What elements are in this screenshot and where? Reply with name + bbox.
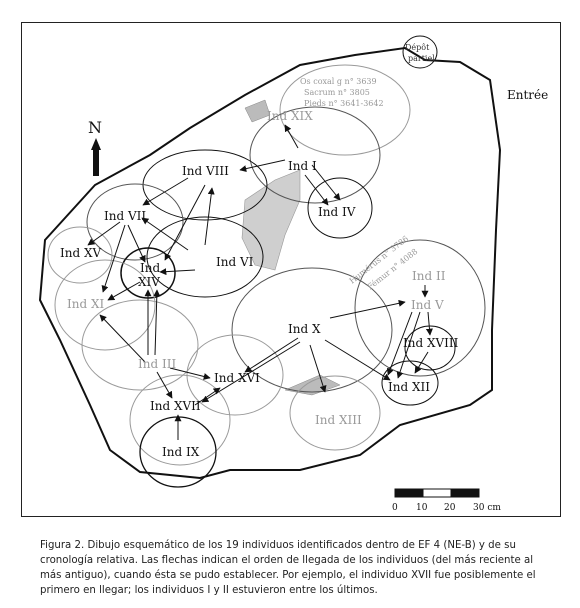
ind-xvii-outline bbox=[129, 374, 231, 466]
depot-label-line1: Dépôt bbox=[405, 43, 430, 52]
label-ind-xiii: Ind XIII bbox=[315, 413, 362, 427]
label-ind-xviii: Ind XVIII bbox=[403, 336, 459, 350]
north-label: N bbox=[88, 118, 102, 137]
arrow-x-v bbox=[329, 299, 406, 319]
scale-tick-0: 0 bbox=[392, 503, 398, 513]
arrow-iii-xi bbox=[99, 314, 146, 363]
ind-viii-outline bbox=[142, 149, 268, 221]
label-ind-i: Ind I bbox=[288, 159, 317, 173]
label-ind-ix: Ind IX bbox=[162, 445, 200, 459]
arrow-xvii-xvi bbox=[194, 387, 221, 406]
label-ind-xiv-a: Ind bbox=[140, 261, 160, 275]
ind-iv-outline bbox=[307, 177, 373, 239]
label-ind-xi: Ind XI bbox=[67, 297, 105, 311]
label-ind-xiv-b: XIV bbox=[138, 275, 160, 289]
scale-tick-20: 20 bbox=[444, 503, 456, 513]
arrow-i-viii bbox=[239, 159, 286, 173]
ind-xviii-outline bbox=[404, 325, 456, 371]
ind-vii-outline bbox=[86, 183, 184, 261]
shaded-area-center bbox=[241, 169, 301, 271]
label-ind-vii: Ind VII bbox=[104, 209, 146, 223]
scale-tick-10: 10 bbox=[416, 503, 428, 513]
arrow-vi-vii bbox=[141, 217, 189, 251]
north-arrow-icon bbox=[91, 138, 101, 176]
arrow-xviii-xii bbox=[414, 351, 429, 374]
arrow-v-xii-a bbox=[386, 311, 413, 376]
arrow-i-xix bbox=[284, 124, 299, 149]
ind-iii-outline bbox=[81, 299, 199, 391]
dep-info-2: Sacrum n° 3805 bbox=[304, 88, 370, 97]
label-ind-x: Ind X bbox=[288, 322, 321, 336]
dep-info-3: Pieds n° 3641-3642 bbox=[304, 99, 384, 108]
label-ind-ii: Ind II bbox=[412, 269, 446, 283]
depot-circle bbox=[402, 35, 438, 69]
arrow-vii-xiv bbox=[127, 224, 146, 263]
arrow-viii-xiv bbox=[164, 184, 206, 261]
shaded-area-bottom bbox=[284, 374, 341, 396]
entrance-label: Entrée bbox=[507, 88, 548, 102]
pit-outline bbox=[38, 46, 502, 480]
label-ind-iii: Ind III bbox=[138, 357, 176, 371]
arrow-vi-viii bbox=[204, 187, 215, 246]
label-ind-iv: Ind IV bbox=[318, 205, 356, 219]
arrow-x-xiii bbox=[309, 344, 327, 393]
arrow-i-iv-a bbox=[304, 174, 329, 206]
ind-xix-outline bbox=[279, 64, 411, 156]
label-ind-vi: Ind VI bbox=[216, 255, 254, 269]
arrow-iii-xvi bbox=[169, 367, 211, 380]
scale-bar: 0 10 20 30 cm bbox=[392, 488, 501, 513]
arrow-xiv-xi bbox=[107, 281, 141, 301]
ind-xii-outline bbox=[381, 360, 439, 406]
arrow-iii-xvii bbox=[156, 371, 173, 399]
ind-ii-outline bbox=[354, 239, 486, 377]
arrow-x-xii bbox=[324, 339, 391, 381]
ind-xv-outline bbox=[47, 226, 113, 284]
label-ind-xix: Ind XIX bbox=[267, 109, 313, 123]
label-ind-v: Ind V bbox=[411, 298, 444, 312]
scale-tick-30: 30 cm bbox=[473, 503, 501, 513]
depot-label-line2: partiel bbox=[408, 54, 435, 63]
label-ind-xv: Ind XV bbox=[60, 246, 102, 260]
ind-i-outline bbox=[249, 106, 381, 204]
arrow-viii-vii bbox=[142, 177, 189, 206]
label-ind-viii: Ind VIII bbox=[182, 164, 229, 178]
figure-frame bbox=[21, 22, 561, 517]
arrow-vi-xiv bbox=[159, 268, 196, 276]
figure-caption: Figura 2. Dibujo esquemático de los 19 i… bbox=[40, 540, 536, 596]
ind-vi-outline bbox=[146, 216, 264, 298]
arrow-v-xii-b bbox=[396, 311, 421, 379]
arrow-v-xviii bbox=[425, 311, 433, 336]
arrow-vii-xv bbox=[87, 221, 121, 246]
dep-info-1: Os coxal g n° 3639 bbox=[300, 77, 377, 86]
ind-x-outline bbox=[231, 267, 393, 393]
label-ind-xvii: Ind XVII bbox=[150, 399, 201, 413]
arrow-vii-xi bbox=[101, 224, 126, 293]
arrow-iii-xiv-b bbox=[153, 289, 161, 356]
label-ind-xii: Ind XII bbox=[388, 380, 430, 394]
label-ind-xvi: Ind XVI bbox=[214, 371, 260, 385]
ind-xi-outline bbox=[54, 259, 156, 351]
arrow-i-iv-b bbox=[311, 164, 341, 201]
shaded-area-top bbox=[244, 99, 271, 123]
ind-xiii-outline bbox=[289, 375, 381, 451]
arrow-x-xvi bbox=[244, 337, 299, 373]
